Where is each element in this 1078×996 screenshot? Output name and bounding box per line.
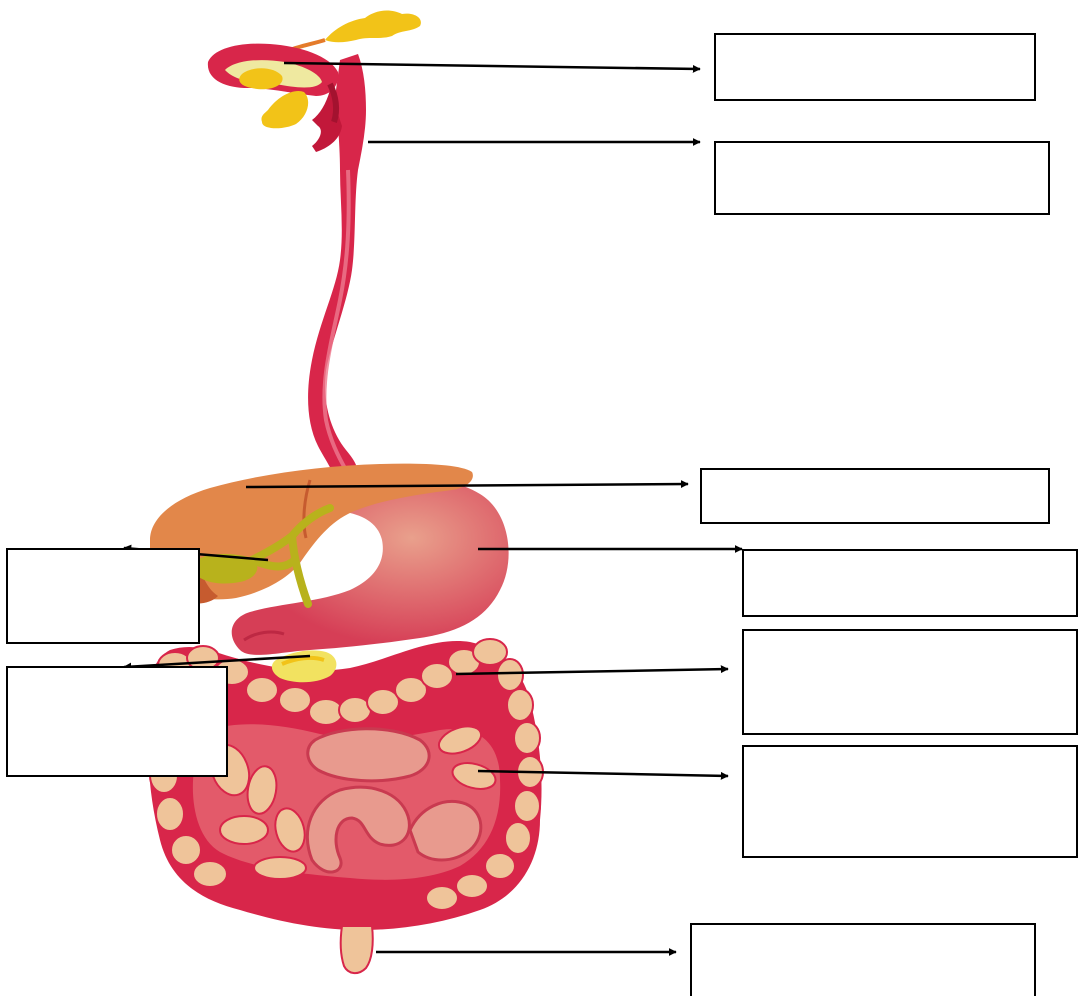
label-box-salivary-glands[interactable]	[714, 33, 1036, 101]
label-box-large-intestine[interactable]	[742, 629, 1078, 735]
label-box-liver[interactable]	[700, 468, 1050, 524]
label-box-stomach[interactable]	[742, 549, 1078, 617]
label-box-pharynx[interactable]	[714, 141, 1050, 215]
label-box-pancreas[interactable]	[6, 666, 228, 777]
salivary-glands	[208, 11, 421, 129]
label-box-rectum[interactable]	[690, 923, 1036, 996]
label-box-gallbladder[interactable]	[6, 548, 200, 644]
esophagus	[308, 54, 366, 478]
rectum	[341, 926, 373, 973]
small-intestine	[193, 721, 500, 880]
label-box-small-intestine[interactable]	[742, 745, 1078, 858]
